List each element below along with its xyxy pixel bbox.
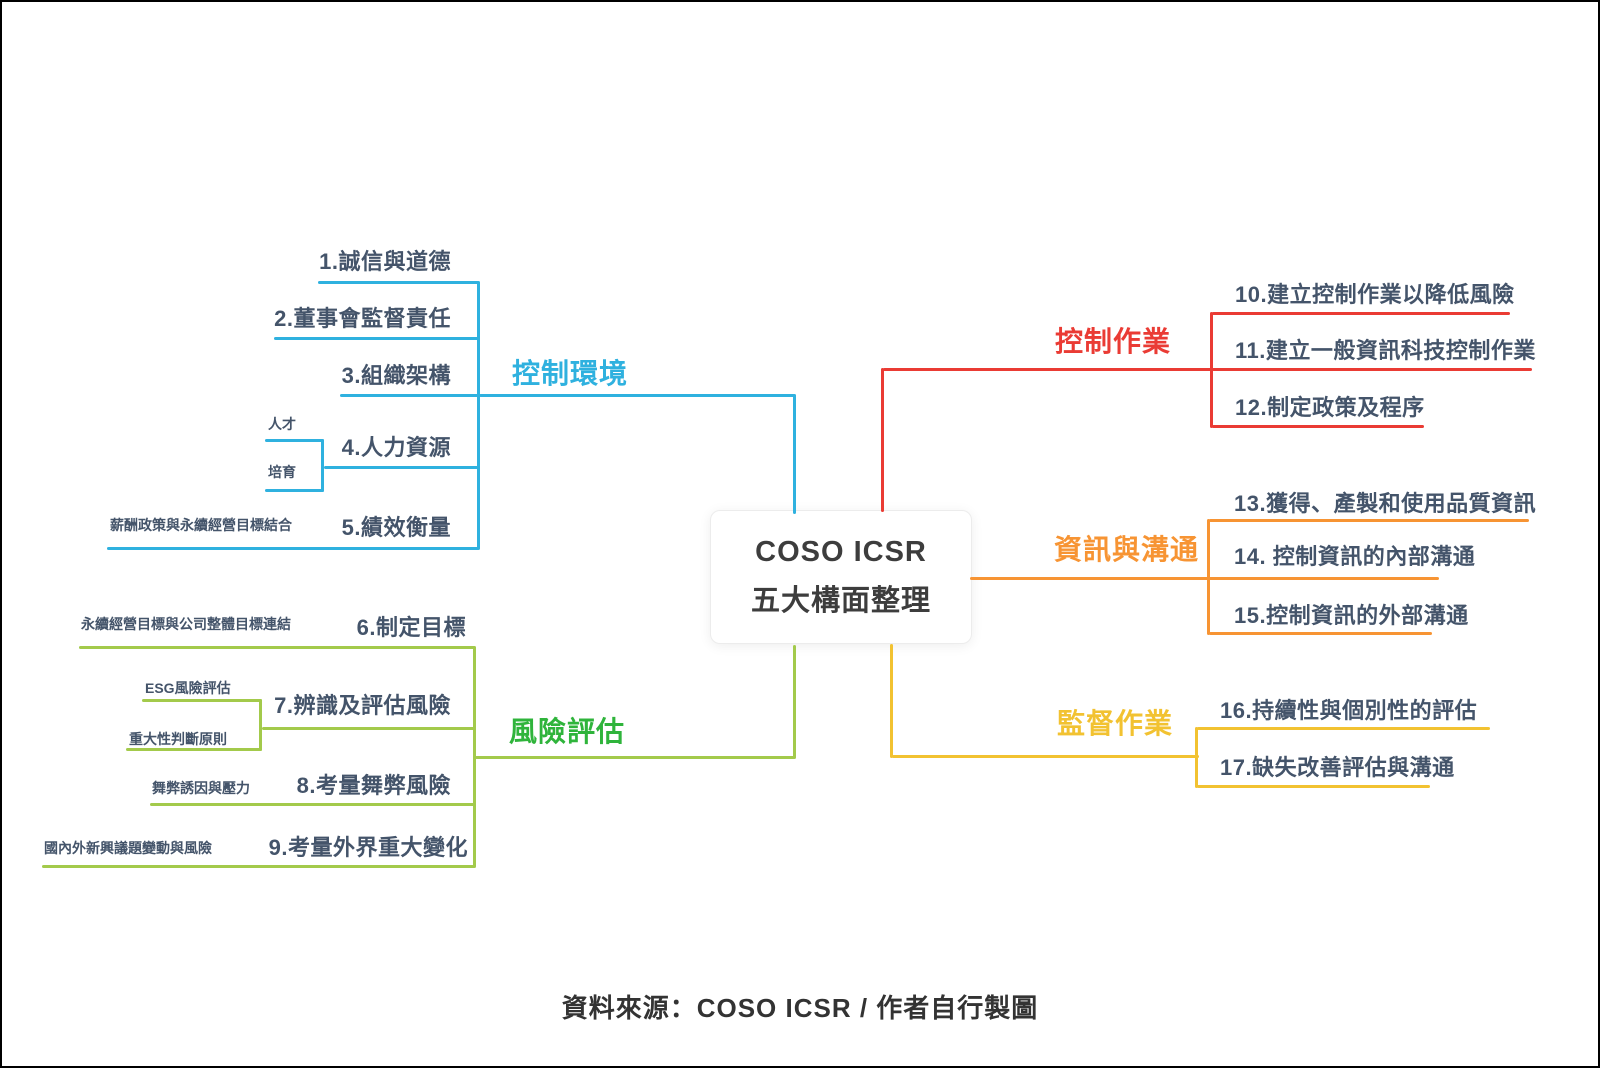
item-4: 4.人力資源	[341, 435, 451, 460]
item-line	[340, 394, 479, 397]
sub-label-goal-link: 永續經營目標與公司整體目標連結	[81, 616, 291, 632]
item-line	[1197, 785, 1430, 788]
item-17: 17.缺失改善評估與溝通	[1220, 755, 1455, 780]
branch-label-monitoring-activities: 監督作業	[1057, 708, 1174, 739]
item-line	[1197, 727, 1490, 730]
item-5: 5.績效衡量	[341, 515, 451, 540]
branch-line	[479, 394, 795, 397]
branch-line	[970, 577, 1211, 580]
branch-label-control-environment: 控制環境	[512, 358, 629, 389]
item-15: 15.控制資訊的外部溝通	[1234, 603, 1469, 628]
item-1: 1.誠信與道德	[319, 249, 451, 274]
item-10: 10.建立控制作業以降低風險	[1235, 282, 1515, 307]
item-3: 3.組織架構	[341, 363, 451, 388]
item-line	[1212, 425, 1424, 428]
sub-line	[265, 439, 324, 442]
sub-label-fraud-incentive: 舞弊誘因與壓力	[152, 780, 250, 796]
branch-line	[793, 394, 796, 514]
item-line	[1209, 519, 1529, 522]
sub-line	[126, 748, 262, 751]
item-2: 2.董事會監督責任	[274, 306, 451, 331]
branch-line	[475, 756, 795, 759]
item-13: 13.獲得、產製和使用品質資訊	[1234, 491, 1537, 516]
item-line	[107, 547, 479, 550]
branch-line	[892, 755, 1199, 758]
item-6: 6.制定目標	[356, 615, 466, 640]
branch-line	[881, 368, 884, 512]
item-line	[1212, 368, 1532, 371]
branch-line	[793, 645, 796, 759]
branch-label-risk-assessment: 風險評估	[509, 716, 626, 747]
item-7: 7.辨識及評估風險	[274, 693, 451, 718]
branch-line	[1207, 519, 1210, 635]
center-title-line2: 五大構面整理	[750, 584, 931, 617]
center-title-line1: COSO ICSR	[755, 535, 927, 568]
item-line	[262, 727, 475, 730]
branch-label-information-communication: 資訊與溝通	[1054, 534, 1200, 565]
sub-line	[259, 699, 262, 751]
item-line	[1212, 312, 1510, 315]
item-line	[1209, 632, 1432, 635]
item-line	[79, 646, 475, 649]
sub-label-talent: 人才	[268, 416, 296, 432]
branch-line	[473, 646, 476, 868]
item-14: 14. 控制資訊的內部溝通	[1234, 544, 1476, 569]
sub-label-materiality: 重大性判斷原則	[129, 731, 227, 747]
sub-line	[142, 699, 262, 702]
sub-label-cultivation: 培育	[268, 464, 296, 480]
item-line	[150, 803, 475, 806]
item-9: 9.考量外界重大變化	[268, 835, 468, 860]
item-line	[274, 337, 479, 340]
sub-label-esg-risk: ESG風險評估	[145, 680, 231, 696]
branch-line	[890, 644, 893, 758]
branch-line	[1195, 727, 1198, 788]
branch-line	[883, 368, 1213, 371]
center-node: COSO ICSR 五大構面整理	[710, 510, 972, 644]
item-8: 8.考量舞弊風險	[296, 773, 451, 798]
sub-label-emerging-issues: 國內外新興議題變動與風險	[44, 840, 212, 856]
item-12: 12.制定政策及程序	[1235, 395, 1425, 420]
source-caption: 資料來源：COSO ICSR / 作者自行製圖	[561, 993, 1039, 1023]
item-11: 11.建立一般資訊科技控制作業	[1235, 338, 1536, 363]
sub-line	[321, 439, 324, 492]
sub-line	[265, 489, 324, 492]
item-line	[42, 865, 475, 868]
item-line	[1209, 577, 1439, 580]
branch-line	[477, 281, 480, 550]
branch-label-control-activities: 控制作業	[1055, 326, 1172, 357]
item-line	[318, 281, 479, 284]
sub-label-compensation: 薪酬政策與永續經營目標結合	[110, 517, 292, 533]
branch-line	[1210, 312, 1213, 428]
item-line	[324, 466, 479, 469]
item-16: 16.持續性與個別性的評估	[1220, 698, 1478, 723]
